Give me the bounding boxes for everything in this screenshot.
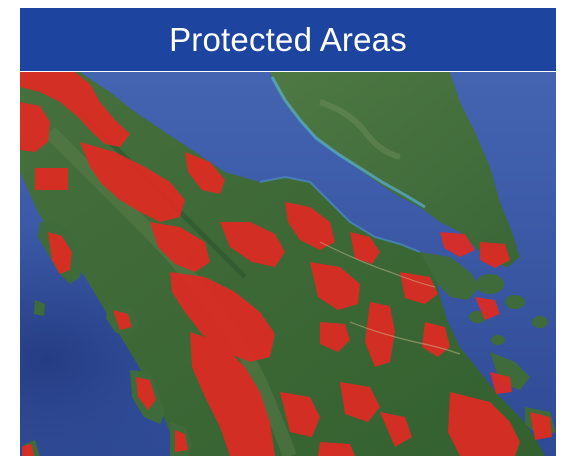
strait-islands xyxy=(469,274,548,345)
malay-peninsula xyxy=(270,72,520,267)
title-bar: Protected Areas xyxy=(20,8,556,71)
rivers xyxy=(319,241,461,355)
protected-areas-map[interactable] xyxy=(20,72,556,456)
slide-title: Protected Areas xyxy=(169,20,407,58)
map-canvas xyxy=(20,72,556,456)
protected-areas-overlay xyxy=(20,72,552,456)
